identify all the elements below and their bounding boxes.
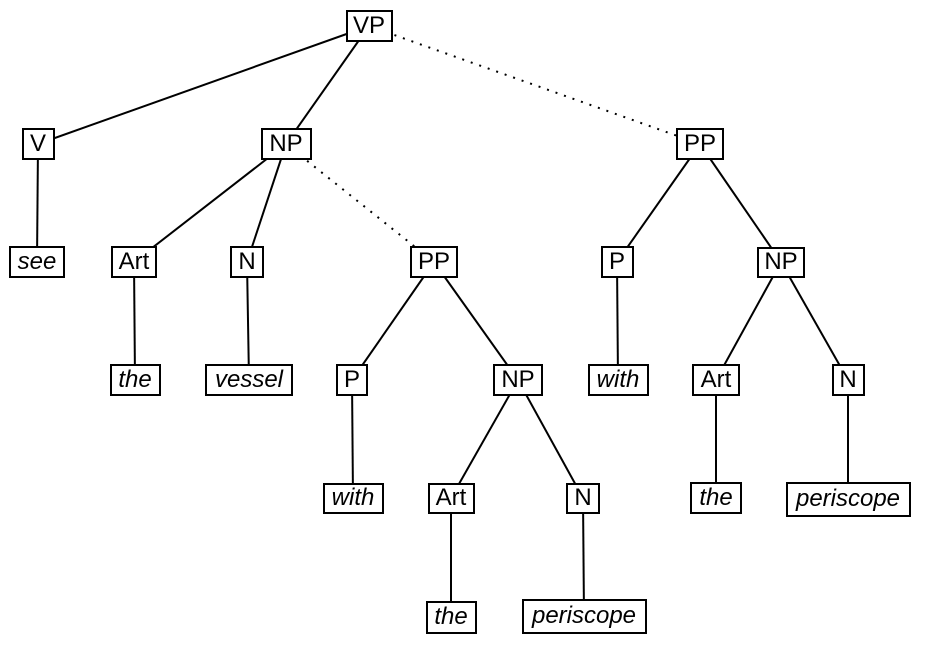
edge-np3-n3 [780,261,849,381]
edge-p1-with1 [351,379,354,499]
edge-pp2-np3 [699,143,782,263]
node-vp-vp: VP [345,10,393,42]
node-pp1-pp: PP [410,246,458,278]
edge-np1-pp1-dotted [285,143,435,263]
node-per2-periscope: periscope [521,598,647,634]
node-the3-the: the [690,482,742,514]
node-the1-the: the [109,364,161,396]
node-the2-the: the [425,600,477,634]
node-art2-art: Art [427,482,475,514]
node-per3-periscope: periscope [785,481,911,517]
edge-v-see [36,143,39,263]
node-np2-np: NP [493,364,543,396]
edge-pp1-p1 [351,261,435,381]
edge-art1-the1 [133,261,136,381]
node-see-see: see [9,246,65,278]
node-vessel-vessel: vessel [205,364,293,396]
edge-np1-art1 [133,143,287,263]
node-p1-p: P [336,364,368,396]
edge-pp2-p2 [616,143,701,263]
edge-np2-art2 [450,379,519,499]
node-n2-n: N [566,482,600,514]
node-p2-p: P [600,246,634,278]
edge-n1-vessel [246,261,250,381]
node-with2-with: with [587,364,649,396]
edge-np3-art3 [715,261,782,381]
edge-np1-n1 [246,143,287,263]
node-with1-with: with [322,482,384,514]
edge-n2-per2 [582,497,585,617]
edge-vp-pp2-dotted [368,25,701,145]
node-art1-art: Art [111,246,157,278]
edge-p2-with2 [616,261,619,381]
edge-vp-v [37,25,370,145]
node-n3-n: N [831,364,865,396]
edge-pp1-np2 [433,261,519,381]
node-v-v: V [21,128,55,160]
node-n1-n: N [230,246,264,278]
node-pp2-pp: PP [676,128,724,160]
edge-vp-np1 [285,25,370,145]
node-np3-np: NP [757,246,805,278]
node-np1-np: NP [260,128,312,160]
edge-np2-n2 [517,379,584,499]
node-art3-art: Art [692,364,740,396]
